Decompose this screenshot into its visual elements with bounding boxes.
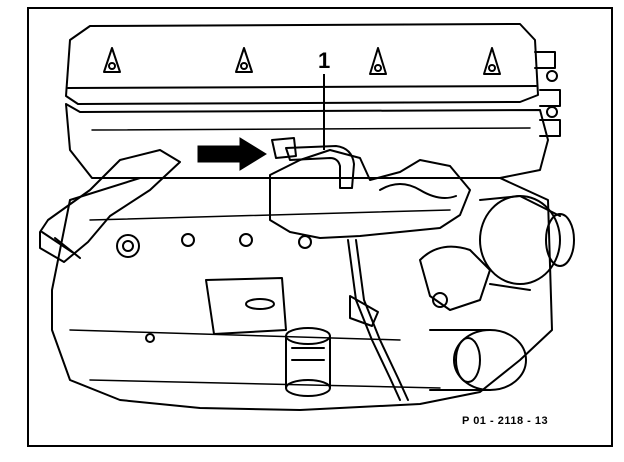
figure-reference-code: P 01 - 2118 - 13 [462,415,549,427]
cylinder-head [65,103,549,179]
crankcase-vent-pipe [285,145,355,189]
flow-arrow [197,137,267,171]
starter-motor [429,329,527,391]
alternator [479,195,575,291]
ignition-connectors [534,51,561,137]
oil-filter [285,327,331,397]
block-bosses [116,233,312,343]
exhaust-manifold [269,149,471,239]
figure-frame [27,7,613,447]
cover-bolts [103,47,501,75]
access-cover [205,277,287,335]
valve-cover-rib [67,85,537,89]
accessory-bracket [419,245,491,311]
callout-label-1: 1 [318,48,331,73]
dipstick-tube [347,239,401,401]
engine-block [51,177,553,411]
valve-cover [65,23,539,105]
